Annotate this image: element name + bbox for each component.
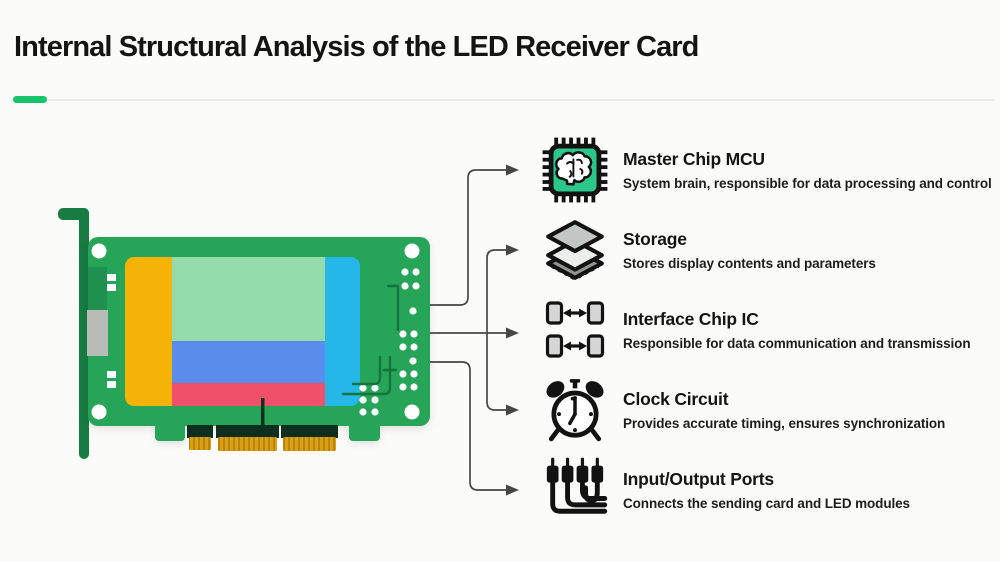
alarm-clock-icon <box>540 377 610 443</box>
item-desc: Connects the sending card and LED module… <box>623 495 910 511</box>
legend: Master Chip MCU System brain, responsibl… <box>540 130 1000 530</box>
item-master-chip-mcu: Master Chip MCU System brain, responsibl… <box>540 130 1000 210</box>
item-desc: System brain, responsible for data proce… <box>623 175 992 191</box>
panel-trace <box>261 398 265 428</box>
item-title: Input/Output Ports <box>623 468 774 489</box>
mounting-holes <box>91 243 420 420</box>
item-title: Master Chip MCU <box>623 148 765 169</box>
interface-chip-icon <box>540 298 610 362</box>
line-to-io <box>430 361 506 491</box>
led-receiver-card-illustration <box>58 164 519 496</box>
item-storage: Storage Stores display contents and para… <box>540 210 1000 290</box>
item-interface-chip: Interface Chip IC Responsible for data c… <box>540 290 1000 370</box>
io-cables-icon <box>540 456 610 524</box>
line-storage-clock <box>486 249 506 411</box>
storage-layers-icon <box>540 217 610 283</box>
item-clock-circuit: Clock Circuit Provides accurate timing, … <box>540 370 1000 450</box>
card-bracket <box>58 208 89 459</box>
side-connectors <box>87 267 116 388</box>
item-io-ports: Input/Output Ports Connects the sending … <box>540 450 1000 530</box>
via-dots <box>359 268 420 416</box>
accent-dash <box>13 96 47 103</box>
arrowheads <box>506 164 519 496</box>
item-desc: Responsible for data communication and t… <box>623 335 971 351</box>
item-title: Interface Chip IC <box>623 308 759 329</box>
item-desc: Provides accurate timing, ensures synchr… <box>623 415 946 431</box>
component-panel <box>125 257 360 406</box>
mcu-chip-icon <box>540 136 610 204</box>
item-title: Storage <box>623 228 687 249</box>
page-title: Internal Structural Analysis of the LED … <box>14 31 699 63</box>
header-divider-line <box>13 99 995 101</box>
line-to-mcu <box>430 169 506 306</box>
item-desc: Stores display contents and parameters <box>623 255 876 271</box>
pcb-traces <box>341 284 400 396</box>
connector-lines <box>430 169 506 491</box>
item-title: Clock Circuit <box>623 388 729 409</box>
gold-edge-connector <box>187 425 338 451</box>
